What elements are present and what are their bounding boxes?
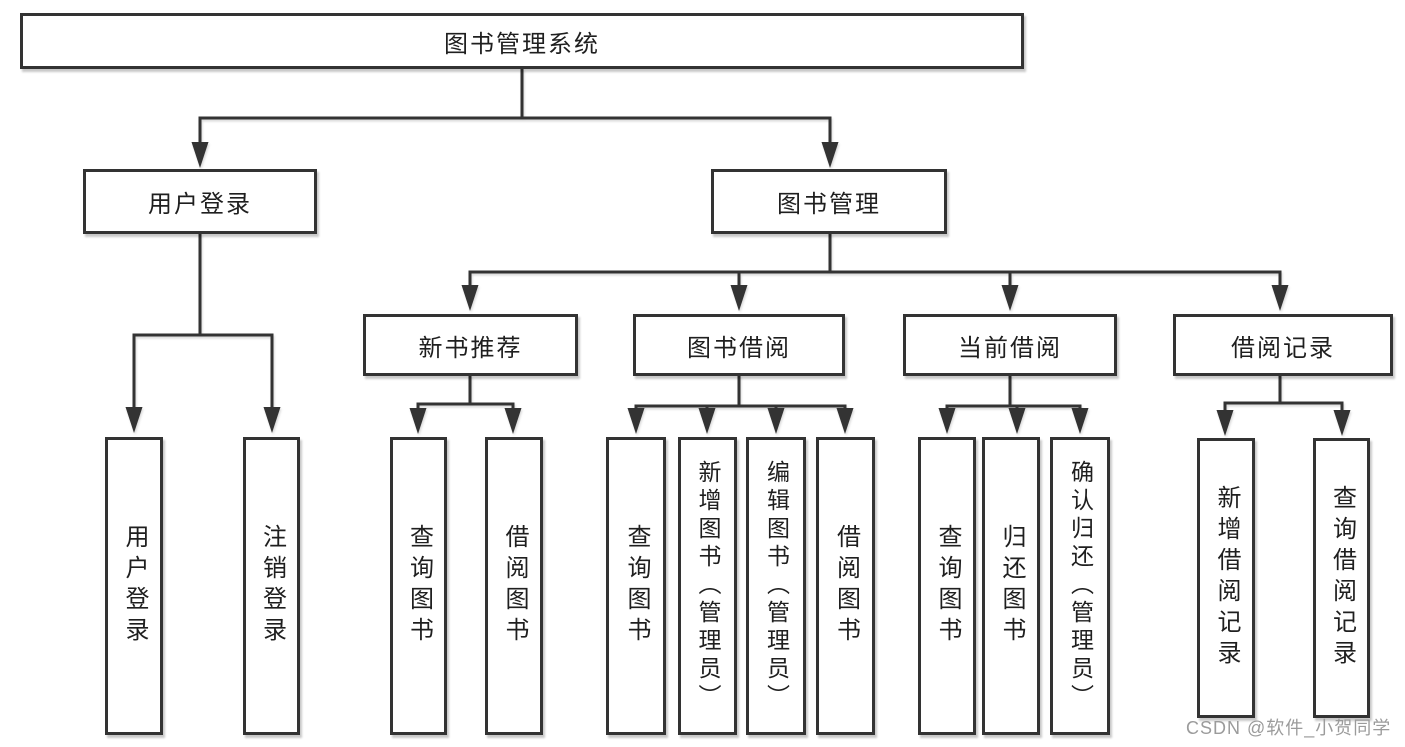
leaf-logout: 注销登录 <box>243 437 300 735</box>
node-root: 图书管理系统 <box>20 13 1024 69</box>
connector-book-management-children <box>468 234 1282 288</box>
connector-root-to-level1 <box>198 69 832 146</box>
leaf-add-borrow-record-label: 新增借阅记录 <box>1213 485 1240 671</box>
arrow-down-icon <box>263 407 281 433</box>
arrow-down-icon <box>730 285 748 311</box>
leaf-logout-label: 注销登录 <box>258 524 286 648</box>
leaf-edit-books-admin-label: 编辑图书（管理员） <box>763 460 790 712</box>
node-book-borrow: 图书借阅 <box>633 314 845 376</box>
leaf-return-books: 归还图书 <box>982 437 1040 735</box>
arrow-down-icon <box>191 142 209 168</box>
arrow-down-icon <box>1333 410 1351 436</box>
arrowheads <box>125 142 1351 436</box>
leaf-borrow-books-recommend-label: 借阅图书 <box>501 524 528 648</box>
connector-book-borrow-children <box>634 375 847 412</box>
arrow-down-icon <box>698 408 716 434</box>
arrow-down-icon <box>1216 410 1234 436</box>
arrow-down-icon <box>409 408 427 434</box>
arrow-down-icon <box>461 285 479 311</box>
node-book-management: 图书管理 <box>711 169 947 234</box>
connector-current-borrow-children <box>945 375 1082 412</box>
arrow-down-icon <box>821 142 839 168</box>
leaf-borrow-books-borrow: 借阅图书 <box>816 437 875 735</box>
node-current-borrow-label: 当前借阅 <box>958 334 1062 362</box>
leaf-return-books-label: 归还图书 <box>998 524 1025 648</box>
leaf-add-books-admin: 新增图书（管理员） <box>678 437 737 735</box>
leaf-borrow-books-recommend: 借阅图书 <box>485 437 543 735</box>
arrow-down-icon <box>1271 285 1289 311</box>
arrow-down-icon <box>1001 285 1019 311</box>
connector-user-login-children <box>132 234 274 410</box>
arrow-down-icon <box>125 407 143 433</box>
node-borrow-records: 借阅记录 <box>1173 314 1393 376</box>
arrow-down-icon <box>627 408 645 434</box>
arrow-down-icon <box>767 408 785 434</box>
arrow-down-icon <box>938 408 956 434</box>
leaf-add-books-admin-label: 新增图书（管理员） <box>695 460 721 712</box>
csdn-watermark: CSDN @软件_小贺同学 <box>1186 718 1392 738</box>
node-user-login: 用户登录 <box>83 169 317 234</box>
leaf-user-login: 用户登录 <box>105 437 163 735</box>
connector-new-book-recommend-children <box>416 375 515 412</box>
leaf-add-borrow-record: 新增借阅记录 <box>1197 438 1255 718</box>
leaf-user-login-label: 用户登录 <box>121 524 148 648</box>
node-new-book-recommend: 新书推荐 <box>363 314 578 376</box>
leaf-query-borrow-record: 查询借阅记录 <box>1313 438 1370 718</box>
leaf-edit-books-admin: 编辑图书（管理员） <box>746 437 806 735</box>
leaf-query-books-current: 查询图书 <box>918 437 976 735</box>
leaf-query-books-current-label: 查询图书 <box>934 524 961 648</box>
node-book-borrow-label: 图书借阅 <box>687 334 791 362</box>
leaf-borrow-books-borrow-label: 借阅图书 <box>832 524 860 648</box>
leaf-query-books-recommend-label: 查询图书 <box>405 524 433 648</box>
leaf-query-books-recommend: 查询图书 <box>390 437 447 735</box>
arrow-down-icon <box>836 408 854 434</box>
leaf-confirm-return-admin: 确认归还（管理员） <box>1050 437 1110 735</box>
node-borrow-records-label: 借阅记录 <box>1231 334 1335 362</box>
node-book-management-label: 图书管理 <box>777 191 881 218</box>
leaf-query-books-borrow-label: 查询图书 <box>623 524 650 648</box>
node-user-login-label: 用户登录 <box>148 191 252 218</box>
arrow-down-icon <box>1071 408 1089 434</box>
arrow-down-icon <box>504 408 522 434</box>
arrow-down-icon <box>1008 408 1026 434</box>
node-new-book-recommend-label: 新书推荐 <box>418 334 523 362</box>
node-current-borrow: 当前借阅 <box>903 314 1117 376</box>
connector-borrow-records-children <box>1223 375 1344 412</box>
node-root-label: 图书管理系统 <box>444 30 600 58</box>
leaf-confirm-return-admin-label: 确认归还（管理员） <box>1067 460 1094 712</box>
leaf-query-books-borrow: 查询图书 <box>606 437 666 735</box>
leaf-query-borrow-record-label: 查询借阅记录 <box>1328 485 1356 671</box>
